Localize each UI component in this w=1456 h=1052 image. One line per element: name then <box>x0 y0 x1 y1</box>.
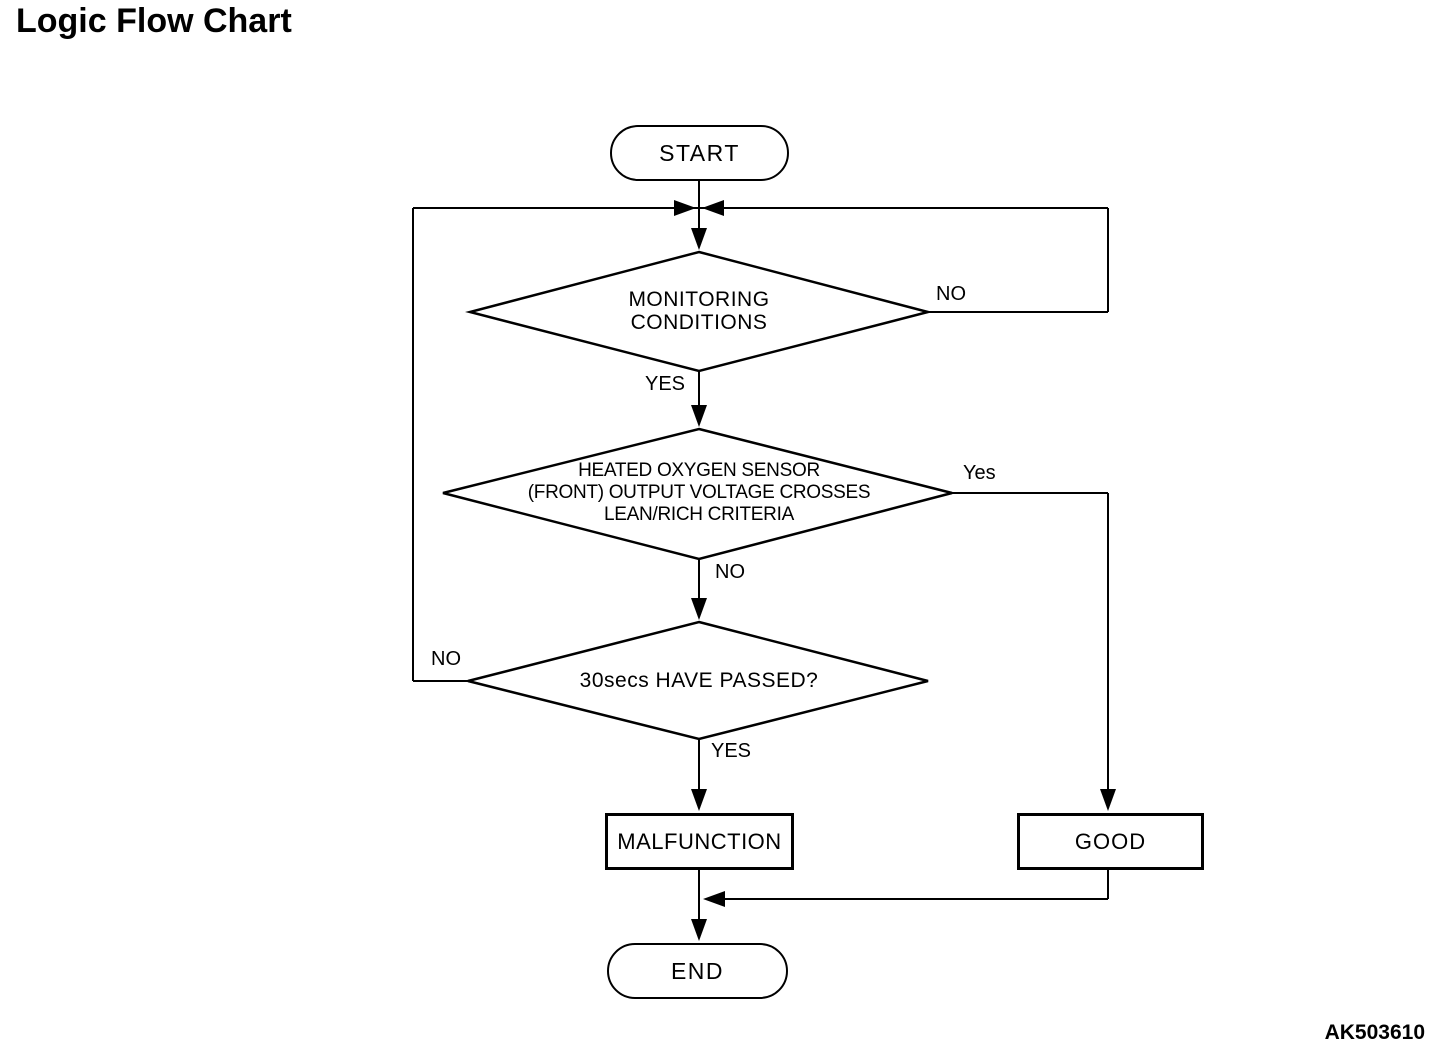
arrowhead-into-good <box>1100 789 1116 811</box>
timer-no-label: NO <box>431 648 461 670</box>
start-node: START <box>610 125 789 181</box>
arrowhead-junction-from-left <box>674 200 696 216</box>
decision-30secs-passed <box>467 620 929 741</box>
monitoring-line-1: MONITORING <box>628 288 770 311</box>
arrowhead-junction-from-right <box>702 200 724 216</box>
arrowhead-into-oxygen <box>691 405 707 427</box>
timer-yes-label: YES <box>711 740 752 762</box>
malfunction-node: MALFUNCTION <box>605 813 794 870</box>
monitoring-conditions-text: MONITORING CONDITIONS <box>549 288 849 334</box>
decision-oxygen-sensor <box>442 427 953 561</box>
oxygen-yes-label: Yes <box>963 462 996 484</box>
page-title: Logic Flow Chart <box>16 2 292 40</box>
arrowhead-merge-left <box>703 891 725 907</box>
start-label: START <box>659 139 740 166</box>
good-node: GOOD <box>1017 813 1204 870</box>
arrowhead-into-monitoring <box>691 228 707 250</box>
oxygen-line-3: LEAN/RICH CRITERIA <box>604 504 794 525</box>
end-node: END <box>607 943 788 999</box>
monitoring-yes-label: YES <box>645 373 686 395</box>
timer-text: 30secs HAVE PASSED? <box>549 669 849 692</box>
monitoring-no-label: NO <box>936 283 966 305</box>
arrowhead-into-timer <box>691 598 707 620</box>
figure-id: AK503610 <box>1324 1021 1425 1044</box>
oxygen-line-1: HEATED OXYGEN SENSOR <box>578 460 820 481</box>
end-label: END <box>670 957 725 984</box>
good-label: GOOD <box>1074 828 1147 854</box>
oxygen-line-2: (FRONT) OUTPUT VOLTAGE CROSSES <box>527 482 871 503</box>
malfunction-label: MALFUNCTION <box>617 828 782 854</box>
arrowhead-into-end <box>691 919 707 941</box>
decision-monitoring-conditions <box>465 250 933 373</box>
oxygen-sensor-text: HEATED OXYGEN SENSOR (FRONT) OUTPUT VOLT… <box>499 460 899 526</box>
oxygen-no-label: NO <box>715 561 745 583</box>
timer-line-1: 30secs HAVE PASSED? <box>579 669 819 692</box>
arrowhead-into-malfunction <box>691 789 707 811</box>
monitoring-line-2: CONDITIONS <box>630 311 768 334</box>
